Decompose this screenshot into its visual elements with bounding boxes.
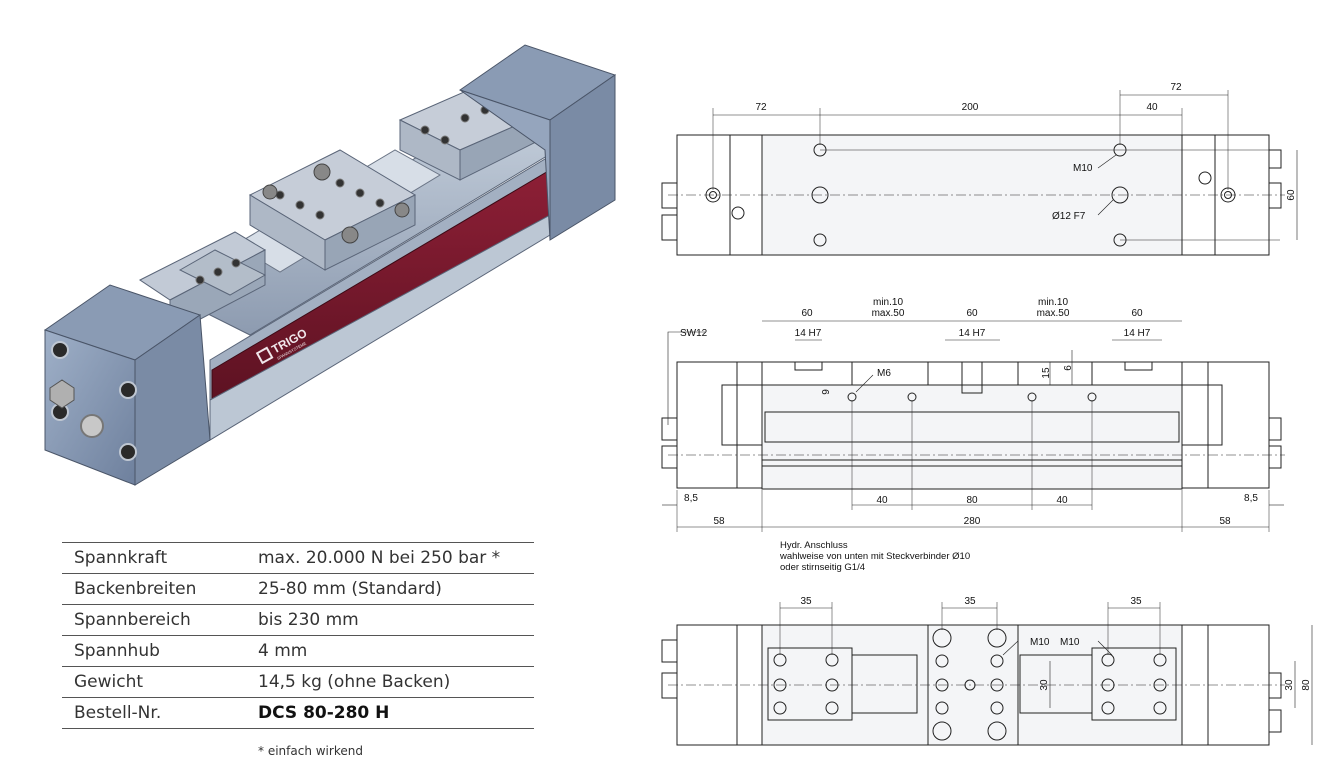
footnote: * einfach wirkend	[258, 744, 363, 758]
fit-14h7-right: 14 H7	[1124, 328, 1151, 339]
jaw-holes	[195, 105, 490, 285]
dim-bottom-80: 80	[1301, 679, 1312, 691]
dim-min10-right: min.10	[1038, 297, 1068, 308]
spec-label: Spannkraft	[62, 542, 246, 574]
bottom-view	[661, 602, 1313, 746]
dim-58-right: 58	[1219, 516, 1231, 527]
dim-top-60: 60	[1286, 189, 1297, 201]
spec-label: Spannhub	[62, 635, 246, 667]
dim-40-right: 40	[1056, 495, 1068, 506]
dim-top-40: 40	[1146, 102, 1158, 113]
fit-14h7-left: 14 H7	[795, 328, 822, 339]
dim-bottom-35-left: 35	[800, 596, 812, 607]
end-block-right	[458, 44, 617, 241]
spec-label: Bestell-Nr.	[62, 697, 246, 729]
dim-6: 6	[1063, 365, 1074, 371]
spec-row: Spannkraft max. 20.000 N bei 250 bar *	[62, 542, 534, 574]
dim-8-5-right: 8,5	[1244, 493, 1258, 504]
dim-jaw-60-center: 60	[966, 308, 978, 319]
label-m10-top: M10	[1073, 163, 1093, 174]
label-bore: Ø12 F7	[1052, 211, 1086, 222]
dim-8-5-left: 8,5	[684, 493, 698, 504]
spec-value: 4 mm	[246, 635, 534, 667]
hydraulic-note-line: wahlweise von unten mit Steckverbinder Ø…	[780, 551, 971, 562]
fit-14h7-center: 14 H7	[959, 328, 986, 339]
spec-label: Gewicht	[62, 666, 246, 698]
dim-max50-left: max.50	[872, 308, 905, 319]
dim-40-left: 40	[876, 495, 888, 506]
end-block-left	[43, 284, 211, 486]
spec-row: Gewicht 14,5 kg (ohne Backen)	[62, 666, 534, 698]
label-m10-bottom-left: M10	[1030, 637, 1050, 648]
dim-bottom-35-center: 35	[964, 596, 976, 607]
dim-max50-right: max.50	[1037, 308, 1070, 319]
order-number: DCS 80-280 H	[246, 697, 534, 729]
dim-9: 9	[821, 389, 832, 395]
dim-80: 80	[966, 495, 978, 506]
dim-top-72-left: 72	[755, 102, 767, 113]
hydraulic-note: Hydr. Anschluss wahlweise von unten mit …	[780, 540, 970, 573]
spec-row: Spannhub 4 mm	[62, 635, 534, 667]
dim-bottom-30-outer: 30	[1284, 679, 1295, 691]
hydraulic-note-line: Hydr. Anschluss	[780, 540, 848, 551]
spec-row: Spannbereich bis 230 mm	[62, 604, 534, 636]
hydraulic-note-line: oder stirnseitig G1/4	[780, 562, 866, 573]
spec-label: Backenbreiten	[62, 573, 246, 605]
spec-value: 14,5 kg (ohne Backen)	[246, 666, 534, 698]
dim-280: 280	[964, 516, 981, 527]
spec-value: bis 230 mm	[246, 604, 534, 636]
bottom-holes	[773, 628, 1167, 741]
dim-jaw-60-left: 60	[801, 308, 813, 319]
side-view	[661, 320, 1285, 532]
spec-value: 25-80 mm (Standard)	[246, 573, 534, 605]
dim-bottom-35-right: 35	[1130, 596, 1142, 607]
dim-bottom-30-inner: 30	[1039, 679, 1050, 691]
dim-58-left: 58	[713, 516, 725, 527]
label-m10-bottom-right: M10	[1060, 637, 1080, 648]
dim-top-200: 200	[962, 102, 979, 113]
dim-jaw-60-right: 60	[1131, 308, 1143, 319]
dim-top-72-right: 72	[1170, 82, 1182, 93]
dim-min10-left: min.10	[873, 297, 903, 308]
spec-row: Bestell-Nr. DCS 80-280 H	[62, 697, 534, 729]
end-face-holes	[49, 341, 137, 461]
spec-value: max. 20.000 N bei 250 bar *	[246, 542, 534, 574]
spec-label: Spannbereich	[62, 604, 246, 636]
jaw-center	[248, 149, 417, 271]
spec-row: Backenbreiten 25-80 mm (Standard)	[62, 573, 534, 605]
dim-15: 15	[1041, 367, 1052, 379]
label-sw12: SW12	[680, 328, 708, 339]
product-render: TRIGO SPANNSYSTEME	[43, 44, 617, 486]
top-view	[661, 90, 1298, 256]
label-m6: M6	[877, 368, 891, 379]
spec-table: Spannkraft max. 20.000 N bei 250 bar * B…	[62, 542, 534, 729]
